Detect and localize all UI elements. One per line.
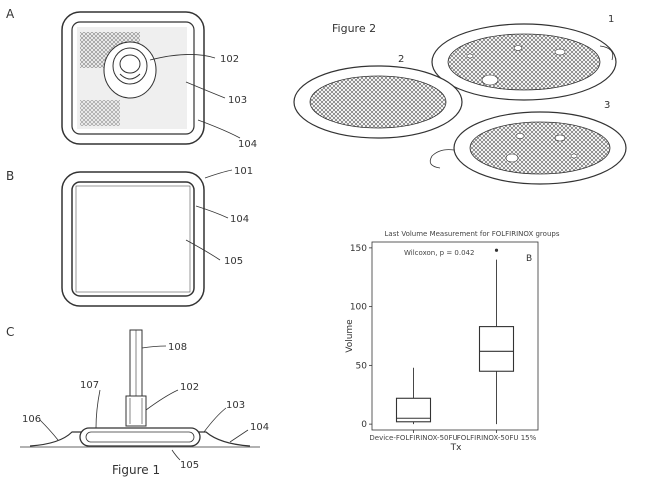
wilcoxon-annotation: Wilcoxon, p = 0.042 xyxy=(404,249,474,257)
callout-102-a: 102 xyxy=(220,54,239,65)
dish-plate-3 xyxy=(430,112,626,184)
callout-105-b: 105 xyxy=(224,256,243,267)
box-plot-chart: Last Volume Measurement for FOLFIRINOX g… xyxy=(345,230,560,453)
device-top-view-b xyxy=(62,172,204,306)
x-tick-label: Device-FOLFIRINOX-50FU xyxy=(369,434,457,442)
callout-108-c: 108 xyxy=(168,342,187,353)
callout-105-c: 105 xyxy=(180,460,199,471)
callout-104-c: 104 xyxy=(250,422,269,433)
box-iqr xyxy=(480,327,514,372)
y-tick-label: 150 xyxy=(350,244,367,254)
y-axis-label: Volume xyxy=(345,319,355,353)
box-outlier xyxy=(495,249,498,252)
x-tick-label: FOLFIRINOX-50FU 15% xyxy=(457,434,537,442)
panel-label-b: B xyxy=(6,169,14,183)
y-tick-label: 50 xyxy=(356,361,368,371)
plate-label-1: 1 xyxy=(608,14,614,25)
dish-plate-1 xyxy=(432,24,616,100)
callout-103-a: 103 xyxy=(228,95,247,106)
panel-label-a: A xyxy=(6,7,15,21)
device-side-view-c xyxy=(20,330,260,447)
chart-title: Last Volume Measurement for FOLFIRINOX g… xyxy=(385,230,560,238)
callout-104-a: 104 xyxy=(238,139,257,150)
callout-104-b: 104 xyxy=(230,214,249,225)
plate-label-2: 2 xyxy=(398,54,404,65)
figure-1: A 102 103 104 B 101 104 105 xyxy=(6,7,269,477)
x-axis-ticks: Device-FOLFIRINOX-50FUFOLFIRINOX-50FU 15… xyxy=(369,430,536,442)
callout-101-b: 101 xyxy=(234,166,253,177)
callout-102-c: 102 xyxy=(180,382,199,393)
callout-107-c: 107 xyxy=(80,380,99,391)
callout-106-c: 106 xyxy=(22,414,41,425)
figure-1-caption: Figure 1 xyxy=(112,463,160,477)
dish-plate-2 xyxy=(294,66,462,138)
figure-2: Figure 2 1 2 3 xyxy=(294,14,626,184)
callout-103-c: 103 xyxy=(226,400,245,411)
y-tick-label: 100 xyxy=(350,303,367,313)
plate-label-3: 3 xyxy=(604,100,610,111)
chart-panel-label: B xyxy=(526,254,532,264)
y-tick-label: 0 xyxy=(361,420,367,430)
figure-2-caption: Figure 2 xyxy=(332,22,376,35)
x-axis-label: Tx xyxy=(450,443,462,453)
panel-label-c: C xyxy=(6,325,14,339)
device-top-view-a xyxy=(62,12,204,144)
